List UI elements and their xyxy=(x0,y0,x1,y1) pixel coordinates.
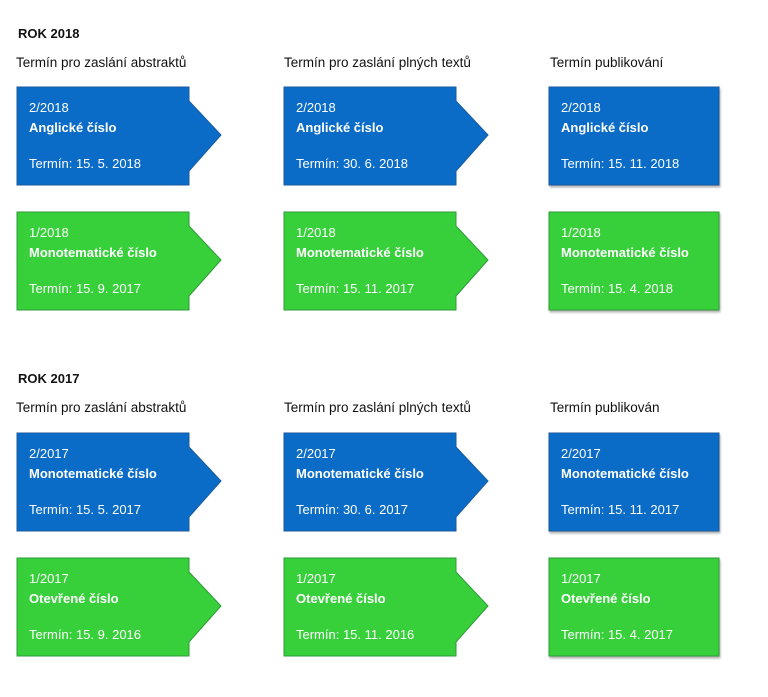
box-shape xyxy=(548,86,720,186)
issue-name: Anglické číslo xyxy=(29,120,117,135)
issue-deadline: Termín: 15. 4. 2018 xyxy=(561,281,674,296)
section-title-2018: ROK 2018 xyxy=(18,26,80,41)
issue-number: 1/2017 xyxy=(29,571,69,586)
box-shape xyxy=(548,557,720,657)
box-shape xyxy=(548,432,720,532)
arrow-shape xyxy=(283,557,489,657)
column-header-publication: Termín publikován xyxy=(550,400,660,415)
issue-number: 1/2017 xyxy=(296,571,336,586)
arrow-shape xyxy=(16,211,222,311)
column-header-full-texts: Termín pro zaslání plných textů xyxy=(284,55,471,70)
issue-name: Monotematické číslo xyxy=(561,245,689,260)
issue-name: Monotematické číslo xyxy=(296,245,424,260)
issue-deadline: Termín: 15. 9. 2017 xyxy=(29,281,142,296)
issue-name: Monotematické číslo xyxy=(296,466,424,481)
issue-number: 1/2018 xyxy=(296,225,336,240)
issue-number: 2/2017 xyxy=(296,446,336,461)
box-shape xyxy=(548,211,720,311)
section-title-2017: ROK 2017 xyxy=(18,371,80,386)
issue-number: 2/2018 xyxy=(561,100,601,115)
issue-name: Otevřené číslo xyxy=(561,591,651,606)
column-header-abstracts: Termín pro zaslání abstraktů xyxy=(16,55,187,70)
issue-deadline: Termín: 30. 6. 2017 xyxy=(296,502,409,517)
issue-name: Otevřené číslo xyxy=(29,591,119,606)
issue-name: Monotematické číslo xyxy=(29,245,157,260)
issue-deadline: Termín: 15. 11. 2017 xyxy=(296,281,415,296)
arrow-shape xyxy=(283,432,489,532)
issue-name: Anglické číslo xyxy=(296,120,384,135)
issue-number: 2/2017 xyxy=(561,446,601,461)
arrow-shape xyxy=(16,432,222,532)
issue-deadline: Termín: 15. 9. 2016 xyxy=(29,627,142,642)
issue-deadline: Termín: 15. 4. 2017 xyxy=(561,627,674,642)
issue-name: Monotematické číslo xyxy=(561,466,689,481)
arrow-shape xyxy=(283,86,489,186)
issue-deadline: Termín: 15. 5. 2017 xyxy=(29,502,142,517)
issue-number: 2/2017 xyxy=(29,446,69,461)
issue-deadline: Termín: 30. 6. 2018 xyxy=(296,156,409,171)
issue-number: 2/2018 xyxy=(296,100,336,115)
issue-deadline: Termín: 15. 11. 2017 xyxy=(561,502,680,517)
issue-name: Anglické číslo xyxy=(561,120,649,135)
arrow-shape xyxy=(16,557,222,657)
issue-number: 1/2018 xyxy=(29,225,69,240)
arrow-shape xyxy=(283,211,489,311)
issue-deadline: Termín: 15. 11. 2016 xyxy=(296,627,415,642)
arrow-shape xyxy=(16,86,222,186)
issue-name: Monotematické číslo xyxy=(29,466,157,481)
issue-name: Otevřené číslo xyxy=(296,591,386,606)
issue-deadline: Termín: 15. 5. 2018 xyxy=(29,156,142,171)
column-header-abstracts: Termín pro zaslání abstraktů xyxy=(16,400,187,415)
issue-number: 2/2018 xyxy=(29,100,69,115)
issue-deadline: Termín: 15. 11. 2018 xyxy=(561,156,680,171)
issue-number: 1/2017 xyxy=(561,571,601,586)
issue-number: 1/2018 xyxy=(561,225,601,240)
column-header-publication: Termín publikování xyxy=(550,55,664,70)
column-header-full-texts: Termín pro zaslání plných textů xyxy=(284,400,471,415)
